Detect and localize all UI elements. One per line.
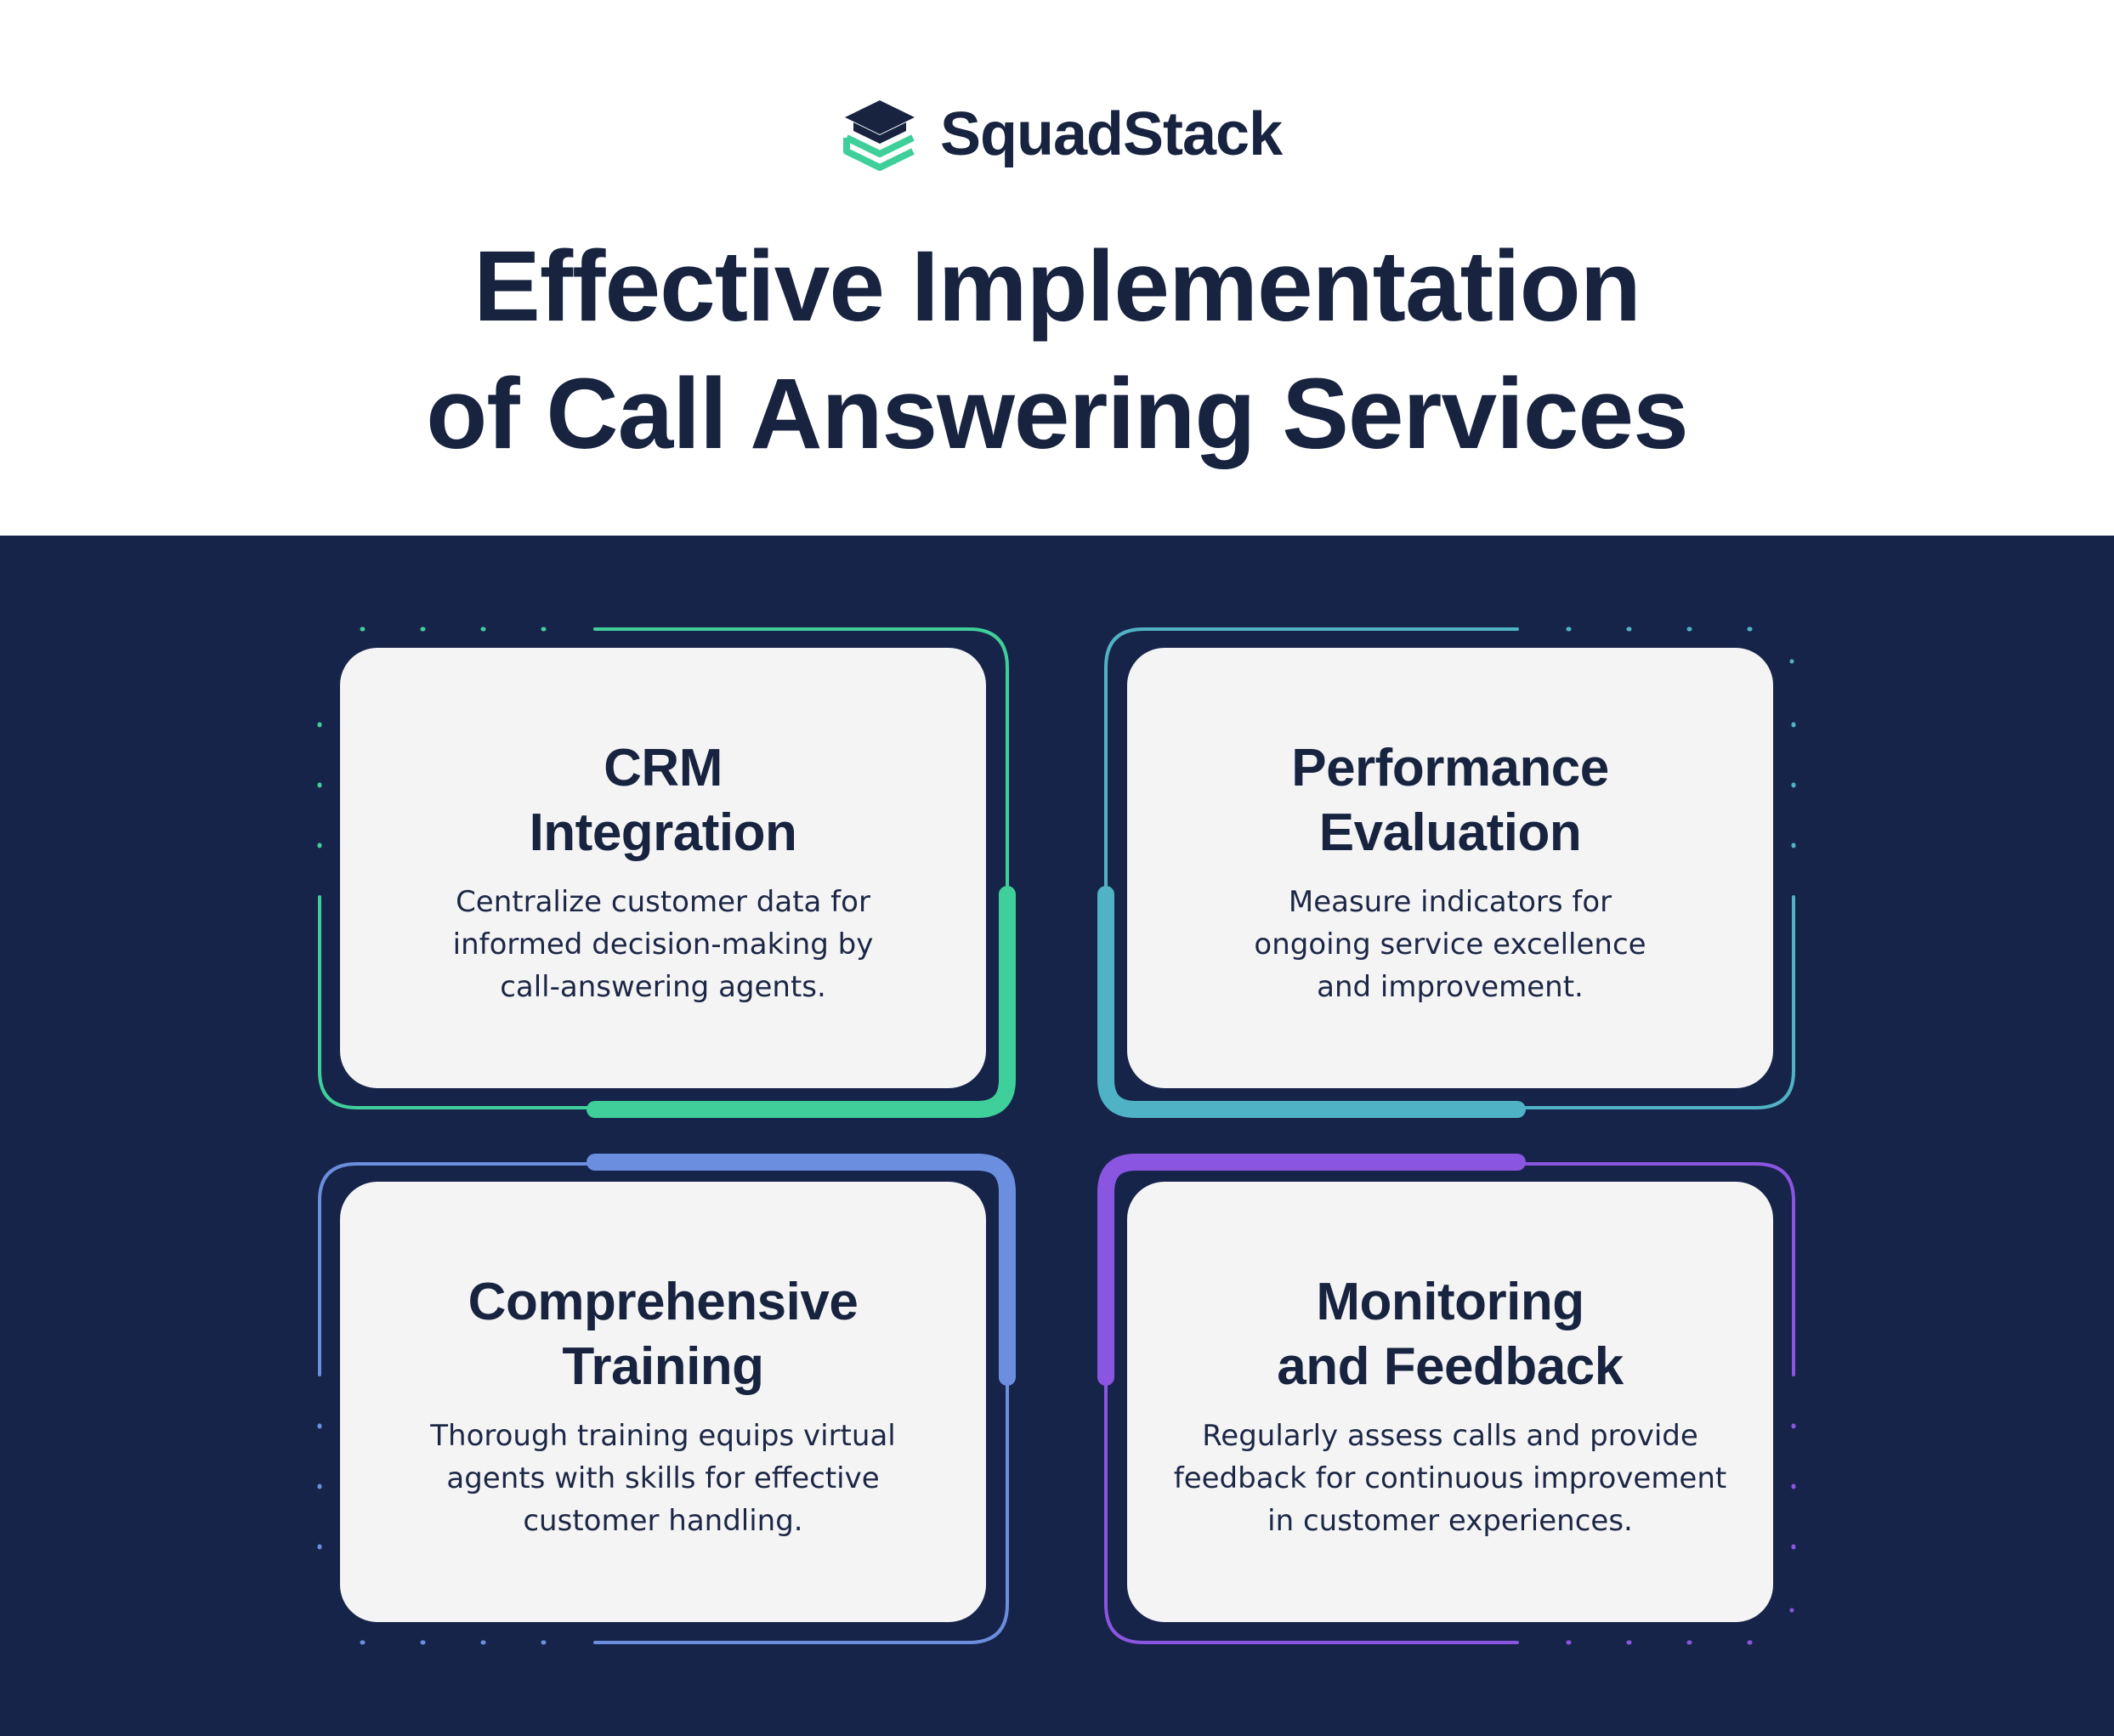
page-title-line-2: of Call Answering Services [426,358,1689,470]
card-title: Performance Evaluation [1127,736,1773,865]
card-title-line-1: CRM [604,739,723,797]
card-title: CRM Integration [340,736,986,865]
card-title-line-1: Comprehensive [468,1273,859,1331]
card-crm-integration: CRM Integration Centralize customer data… [340,648,986,1088]
card-description: Regularly assess calls and provide feedb… [1173,1419,1727,1538]
card-frame-crm [317,627,1016,1118]
card-frame-training [317,1154,1016,1645]
card-description: Thorough training equips virtual agents … [430,1419,896,1538]
card-frame-performance [1097,627,1796,1118]
card-frame-monitoring [1097,1154,1796,1645]
card-description: Measure indicators for ongoing service e… [1254,885,1646,1004]
squadstack-logo-icon [843,100,915,171]
card-title-line-1: Monitoring [1316,1273,1584,1331]
brand-name: SquadStack [940,100,1283,168]
brand-logo: SquadStack [842,92,1283,177]
card-comprehensive-training: Comprehensive Training Thorough training… [340,1182,986,1622]
page-title-line-1: Effective Implementation [473,230,1641,343]
card-monitoring-feedback: Monitoring and Feedback Regularly assess… [1127,1182,1773,1622]
page-title: Effective Implementation of Call Answeri… [0,223,2114,478]
card-title-line-2: Integration [529,803,797,862]
card-title-line-2: and Feedback [1277,1337,1624,1396]
card-description: Centralize customer data for informed de… [452,885,874,1004]
card-title-line-2: Evaluation [1318,803,1582,862]
card-performance-evaluation: Performance Evaluation Measure indicator… [1127,648,1773,1088]
header: SquadStack Effective Implementation of C… [0,0,2114,536]
card-title-line-1: Performance [1291,739,1609,797]
card-title: Comprehensive Training [340,1270,986,1399]
card-title: Monitoring and Feedback [1127,1270,1773,1399]
card-title-line-2: Training [562,1337,764,1396]
